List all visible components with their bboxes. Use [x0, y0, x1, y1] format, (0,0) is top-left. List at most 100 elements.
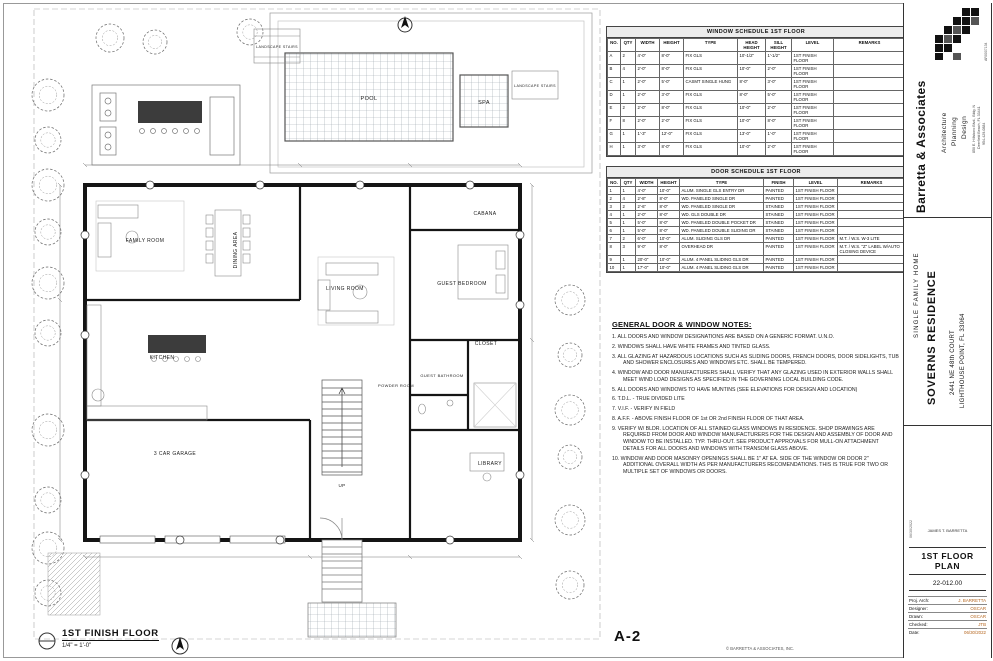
- room-label-landscape-stairs-1: LANDSCAPE STAIRS: [256, 45, 298, 49]
- note-item: 8. A.F.F. - ABOVE FINISH FLOOR OF 1st OR…: [612, 415, 805, 422]
- door-schedule-title: DOOR SCHEDULE 1ST FLOOR: [607, 167, 905, 178]
- note-item: 4. WINDOW AND DOOR MANUFACTURERS SHALL V…: [612, 370, 893, 383]
- note-item: 1. ALL DOORS AND WINDOW DESIGNATIONS ARE…: [612, 334, 835, 340]
- furniture: [86, 200, 517, 544]
- column-header: NO.: [607, 178, 621, 187]
- divider: [904, 217, 991, 218]
- compass-icon: [171, 637, 189, 655]
- room-label-powder: POWDER ROOM: [378, 383, 414, 388]
- firm-discipline-design: Design: [961, 115, 968, 139]
- column-header: NO.: [607, 38, 621, 52]
- note-item: 2. WINDOWS SHALL HAVE WHITE FRAMES AND T…: [612, 343, 771, 350]
- column-header: LEVEL: [793, 178, 838, 187]
- room-label-library: LIBRARY: [478, 461, 502, 467]
- column-header: QTY: [620, 178, 636, 187]
- column-header: WIDTH: [635, 38, 660, 52]
- sheet-title-box: 1ST FLOOR PLAN: [909, 547, 986, 575]
- room-label-landscape-stairs-2: LANDSCAPE STAIRS: [514, 84, 556, 88]
- notes-title: GENERAL DOOR & WINDOW NOTES:: [612, 320, 752, 329]
- note-item: 6. T.D.L. - TRUE DIVIDED LITE: [612, 396, 685, 403]
- job-number: 22-012.00: [909, 580, 986, 591]
- registration-number: AR0007134: [984, 42, 988, 62]
- room-label-dining: DINING AREA: [233, 231, 239, 268]
- sheet-title-line1: 1ST FLOOR: [921, 551, 974, 561]
- outdoor-kitchen: [91, 84, 241, 166]
- column-header: REMARKS: [833, 38, 906, 52]
- room-label-guest-bedroom: GUEST BEDROOM: [437, 281, 487, 287]
- column-header: SILL HEIGHT: [765, 38, 792, 52]
- copyright-text: © BARRETTA & ASSOCIATES, INC.: [726, 646, 795, 651]
- sheet-number: A-2: [614, 628, 642, 645]
- column-header: HEIGHT: [659, 38, 684, 52]
- project-address-line1: 2441 NE 48th COURT: [950, 330, 956, 395]
- column-header: FINISH: [763, 178, 794, 187]
- driveway-hatch: [47, 552, 101, 616]
- note-item: 3. ALL GLAZING AT HAZARDOUS LOCATIONS SU…: [612, 353, 899, 367]
- window-schedule-title: WINDOW SCHEDULE 1ST FLOOR: [607, 27, 905, 38]
- table-row: Drawn:OSCAR: [908, 612, 987, 621]
- firm-discipline-planning: Planning: [951, 116, 958, 146]
- note-item: 5. ALL DOORS AND WINDOWS TO HAVE MUNTINS…: [612, 386, 858, 393]
- column-header: TYPE: [683, 38, 738, 52]
- column-header: HEIGHT: [657, 178, 680, 187]
- title-block-strip: AR0007134 Barretta & Associates Architec…: [903, 3, 992, 658]
- room-label-cabana: CABANA: [474, 211, 497, 217]
- landscape-stairs: [253, 28, 559, 100]
- property-line: [33, 8, 601, 640]
- column-header: QTY: [620, 38, 636, 52]
- room-label-guest-bath: GUEST BATHROOM: [420, 373, 463, 378]
- room-label-pool: POOL: [361, 96, 378, 102]
- project-name: SOVERNS RESIDENCE: [926, 270, 938, 405]
- firm-name: Barretta & Associates: [914, 80, 928, 213]
- note-item: 10. WINDOW AND DOOR MASONRY OPENINGS SHA…: [612, 455, 888, 476]
- stairs: [321, 379, 363, 476]
- table-row: Designer:OSCAR: [908, 604, 987, 613]
- table-row: Proj. Arch:J. BARRETTA: [908, 596, 987, 605]
- column-header: HEAD HEIGHT: [737, 38, 766, 52]
- table-row: Checked:JTB: [908, 620, 987, 629]
- drawing-scale: 1/4" = 1'-0": [62, 643, 92, 649]
- floor-plan-drawing: FAMILY ROOM DINING AREA LIVING ROOM KITC…: [31, 8, 601, 655]
- room-label-living: LIVING ROOM: [326, 286, 364, 292]
- table-row: Date:06/30/2022: [908, 628, 987, 636]
- note-item: 9. VERIFY W/ BLDR. LOCATION OF ALL STAIN…: [612, 425, 893, 452]
- dimension-lines: [57, 162, 535, 560]
- room-label-spa: SPA: [478, 100, 490, 106]
- pool-deck: [269, 12, 593, 174]
- project-type: SINGLE FAMILY HOME: [914, 252, 920, 338]
- column-header: REMARKS: [837, 178, 906, 187]
- room-label-garage: 3 CAR GARAGE: [154, 451, 197, 457]
- general-notes: GENERAL DOOR & WINDOW NOTES: 1. ALL DOOR…: [612, 320, 900, 479]
- pool: [284, 52, 454, 142]
- firm-address-line1: 850 E. Hillsboro Blvd., Bldg. N: [972, 104, 976, 153]
- divider: [904, 425, 991, 426]
- column-header: WIDTH: [635, 178, 658, 187]
- note-item: 7. V.I.F. - VERIFY IN FIELD: [612, 406, 676, 412]
- firm-discipline-architecture: Architecture: [941, 112, 948, 153]
- sheet-title-line2: PLAN: [934, 561, 961, 571]
- room-label-family: FAMILY ROOM: [126, 238, 165, 244]
- room-label-kitchen: KITCHEN: [150, 355, 175, 361]
